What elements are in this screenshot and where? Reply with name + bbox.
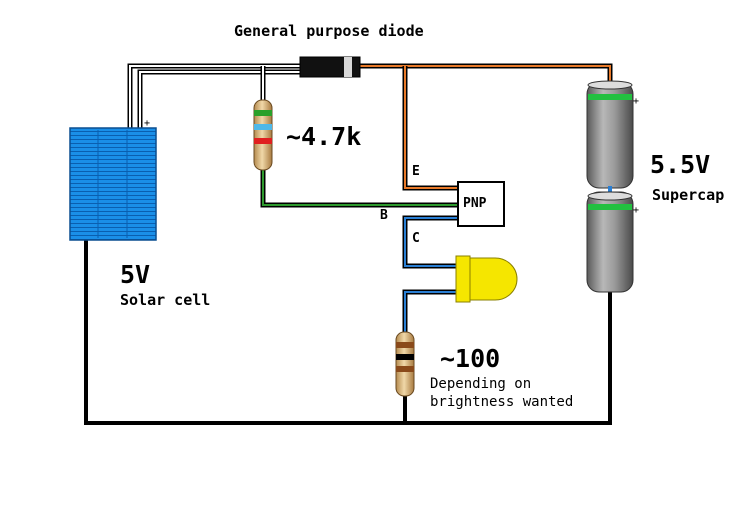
r1-value-label: ~4.7k <box>286 122 362 151</box>
wire-ground <box>84 240 612 425</box>
cap-voltage-label: 5.5V <box>650 150 711 179</box>
cap-bottom-plus-sign: + <box>633 205 640 216</box>
solar-cell <box>69 127 157 241</box>
pnp-transistor <box>457 181 505 227</box>
cap-name-label: Supercap <box>652 186 725 204</box>
supercap-bottom <box>586 191 634 293</box>
r2-note-line2: brightness wanted <box>430 394 574 410</box>
wire-collector <box>402 215 460 332</box>
solar-plus-sign: + <box>144 118 151 129</box>
cap-top-plus-sign: + <box>633 96 640 107</box>
supercap-top <box>586 80 634 189</box>
resistor-r2 <box>395 331 415 397</box>
emitter-label: E <box>412 164 420 179</box>
pnp-label: PNP <box>463 196 487 211</box>
diode-label: General purpose diode <box>234 22 424 40</box>
collector-label: C <box>412 231 420 246</box>
base-label: B <box>380 208 388 223</box>
wire-positive <box>360 63 613 191</box>
solar-name-label: Solar cell <box>120 291 211 309</box>
r2-value-label: ~100 <box>440 344 501 373</box>
led <box>455 255 518 303</box>
wire-base <box>260 170 458 208</box>
solar-voltage-label: 5V <box>120 260 151 289</box>
diode <box>299 56 361 78</box>
wire-solar-to-diode <box>127 63 300 128</box>
resistor-r1 <box>253 99 273 171</box>
r2-note-line1: Depending on <box>430 376 532 392</box>
